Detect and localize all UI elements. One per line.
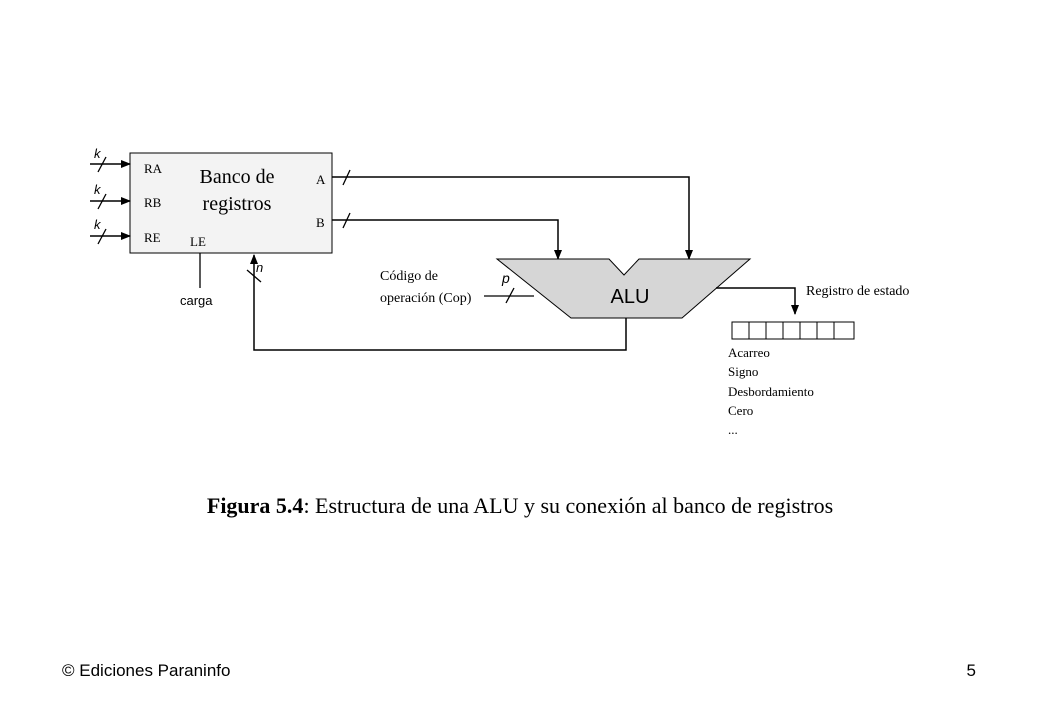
width-label-re: k bbox=[94, 217, 102, 232]
register-bank-title-line2: registros bbox=[203, 193, 272, 215]
register-bank-box bbox=[129, 152, 333, 254]
status-cell bbox=[833, 321, 855, 340]
port-label-b: B bbox=[316, 215, 325, 230]
figure-label: Figura 5.4 bbox=[206, 493, 304, 518]
width-slash-a bbox=[342, 169, 351, 186]
status-register-label: Registro de estado bbox=[806, 284, 909, 299]
flag-overflow: Desbordamiento bbox=[728, 384, 814, 399]
width-slash-b bbox=[342, 212, 351, 229]
width-slash-rb bbox=[97, 193, 107, 210]
op-code-width-label: p bbox=[501, 270, 510, 286]
page-number: 5 bbox=[966, 661, 976, 680]
status-cell bbox=[799, 321, 818, 340]
status-wire bbox=[716, 287, 799, 315]
port-label-a: A bbox=[316, 172, 326, 187]
alu-block bbox=[495, 258, 752, 319]
output-b-wire bbox=[332, 219, 562, 260]
width-slash-op bbox=[505, 287, 515, 304]
status-cell bbox=[765, 321, 784, 340]
flag-more: ... bbox=[728, 422, 738, 437]
flag-zero: Cero bbox=[728, 403, 753, 418]
output-a-wire bbox=[332, 176, 693, 260]
width-slash-feedback bbox=[246, 269, 262, 283]
op-code-label-line1: Código de bbox=[380, 269, 438, 284]
status-cell bbox=[748, 321, 767, 340]
footer-copyright: © Ediciones Paraninfo bbox=[62, 661, 231, 680]
figure-caption-text: : Estructura de una ALU y su conexión al… bbox=[303, 493, 834, 518]
op-code-label-line2: operación (Cop) bbox=[380, 291, 472, 306]
figure-caption: Figura 5.4: Estructura de una ALU y su c… bbox=[0, 493, 1040, 519]
alu-label: ALU bbox=[611, 286, 650, 308]
status-cell bbox=[731, 321, 750, 340]
width-label-ra: k bbox=[94, 146, 102, 161]
port-label-le: LE bbox=[190, 234, 206, 249]
status-register-cells bbox=[731, 321, 855, 340]
width-label-rb: k bbox=[94, 182, 102, 197]
register-bank-title-line1: Banco de bbox=[200, 166, 275, 188]
feedback-width-label: n bbox=[256, 260, 263, 275]
width-slash-re bbox=[97, 228, 107, 245]
feedback-wire bbox=[250, 254, 627, 351]
width-slash-ra bbox=[97, 156, 107, 173]
flag-sign: Signo bbox=[728, 364, 758, 379]
status-cell bbox=[782, 321, 801, 340]
flag-carry: Acarreo bbox=[728, 345, 770, 360]
port-label-rb: RB bbox=[144, 195, 162, 210]
port-label-ra: RA bbox=[144, 161, 163, 176]
status-cell bbox=[816, 321, 835, 340]
load-label: carga bbox=[180, 293, 213, 308]
port-label-re: RE bbox=[144, 230, 161, 245]
